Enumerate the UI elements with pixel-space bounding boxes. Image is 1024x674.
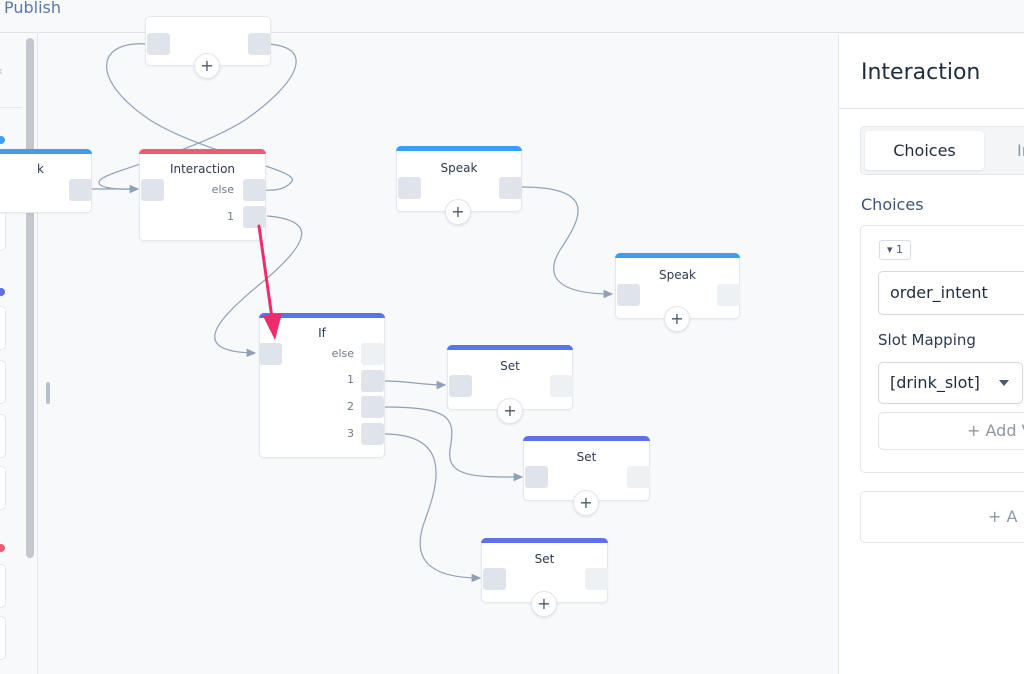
condition-3-label: 3 — [347, 427, 354, 440]
condition-1-label: 1 — [347, 373, 354, 386]
resize-handle[interactable] — [46, 382, 50, 404]
set-node[interactable]: Set + — [447, 345, 573, 424]
sidebar-block-item[interactable] — [0, 414, 6, 458]
speak-category-dot — [0, 136, 5, 144]
tab-choices[interactable]: Choices — [865, 131, 984, 170]
tab-second[interactable]: In — [1017, 141, 1024, 160]
editor-panel: Interaction Choices In Choices ▾ 1 order… — [838, 34, 1024, 674]
input-port[interactable] — [141, 179, 164, 201]
node-title: Speak — [659, 268, 696, 282]
sidebar-divider — [0, 107, 22, 108]
link-interaction-loop-a — [106, 43, 293, 191]
input-port[interactable] — [147, 33, 170, 55]
if-node[interactable]: If else 1 2 3 — [259, 313, 385, 458]
interaction-node[interactable]: Interaction else 1 — [139, 149, 266, 241]
sidebar-block-item[interactable] — [0, 564, 6, 608]
interaction-category-dot — [0, 544, 5, 552]
link-interaction-loop-b — [98, 43, 297, 190]
slot-mapping-label: Slot Mapping — [878, 331, 976, 349]
input-port[interactable] — [483, 568, 506, 590]
set-node[interactable]: Set + — [481, 538, 608, 617]
speak-node[interactable]: Speak + — [615, 253, 740, 332]
condition-2-label: 2 — [347, 400, 354, 413]
add-step-button[interactable]: + — [497, 398, 523, 424]
input-port[interactable] — [259, 343, 282, 365]
sidebar-block-item[interactable] — [0, 306, 6, 350]
output-port[interactable] — [69, 179, 92, 201]
node-title: Speak — [440, 161, 478, 175]
input-port[interactable] — [449, 375, 472, 397]
node-color-bar — [0, 149, 92, 154]
node-title: Set — [534, 552, 555, 566]
node-color-bar — [259, 313, 385, 318]
speak-node[interactable]: Speak + — [396, 146, 522, 225]
output-port[interactable] — [585, 568, 608, 590]
flow-canvas[interactable] — [39, 34, 837, 674]
partial-node-top[interactable]: + — [145, 16, 271, 79]
set-node[interactable]: Set + — [523, 436, 650, 516]
panel-title: Interaction — [861, 60, 981, 85]
else-output-port[interactable] — [243, 179, 266, 201]
link-interaction-to-if — [214, 215, 303, 358]
add-step-button[interactable]: + — [664, 306, 690, 332]
link-if1-to-set1 — [383, 380, 447, 390]
node-title: Interaction — [169, 162, 236, 176]
caret-down-icon — [999, 380, 1009, 386]
condition-1-output-port[interactable] — [361, 370, 384, 392]
node-color-bar — [396, 146, 522, 151]
output-port[interactable] — [717, 284, 740, 306]
condition-2-output-port[interactable] — [361, 396, 384, 418]
add-step-button[interactable]: + — [573, 490, 599, 516]
node-title: Set — [576, 450, 597, 464]
else-output-port[interactable] — [361, 343, 384, 365]
left-sidebar: ‹ — [0, 34, 38, 674]
node-color-bar — [139, 149, 266, 154]
panel-tabs: Choices In — [860, 126, 1024, 175]
panel-divider — [839, 108, 1024, 109]
link-speak-to-speak — [521, 186, 614, 299]
choice-index-toggle[interactable]: ▾ 1 — [879, 240, 911, 260]
else-port-label: else — [331, 347, 354, 360]
collapse-chevron-icon[interactable]: ‹ — [0, 64, 3, 78]
node-title: If — [318, 326, 326, 340]
add-variable-button[interactable]: + Add V — [878, 412, 1024, 450]
input-port[interactable] — [617, 284, 640, 306]
add-step-button[interactable]: + — [194, 53, 220, 79]
add-step-button[interactable]: + — [531, 591, 557, 617]
node-color-bar — [447, 345, 573, 350]
output-port[interactable] — [550, 375, 573, 397]
node-color-bar — [523, 436, 650, 441]
sidebar-block-item[interactable] — [0, 616, 6, 660]
add-choice-button[interactable]: + A — [860, 491, 1024, 543]
node-color-bar — [615, 253, 740, 258]
node-color-bar — [481, 538, 608, 543]
slot-select[interactable]: [drink_slot] — [878, 362, 1023, 404]
add-step-button[interactable]: + — [445, 199, 471, 225]
speak-node-partial[interactable]: k — [0, 149, 92, 213]
node-title: k — [37, 162, 44, 176]
sidebar-block-item[interactable] — [0, 466, 6, 510]
choice-1-output-port[interactable] — [243, 206, 266, 228]
intent-field[interactable]: order_intent — [878, 271, 1024, 315]
choice-card: ▾ 1 order_intent Slot Mapping [drink_slo… — [860, 225, 1024, 473]
logic-category-dot — [0, 288, 5, 296]
input-port[interactable] — [398, 177, 421, 199]
sidebar-block-item[interactable] — [0, 360, 6, 404]
link-if3-to-set3 — [383, 433, 482, 583]
choice-port-label: 1 — [227, 210, 234, 223]
input-port[interactable] — [525, 466, 548, 488]
output-port[interactable] — [248, 33, 271, 55]
sidebar-scrollbar[interactable] — [26, 38, 34, 558]
else-port-label: else — [211, 183, 234, 196]
link-if2-to-set2 — [383, 406, 524, 482]
output-port[interactable] — [627, 466, 650, 488]
condition-3-output-port[interactable] — [361, 423, 384, 445]
slot-select-value: [drink_slot] — [890, 373, 980, 392]
publish-button[interactable]: Publish — [4, 0, 62, 17]
node-title: Set — [500, 359, 520, 373]
output-port[interactable] — [499, 177, 522, 199]
choices-section-label: Choices — [861, 195, 924, 214]
